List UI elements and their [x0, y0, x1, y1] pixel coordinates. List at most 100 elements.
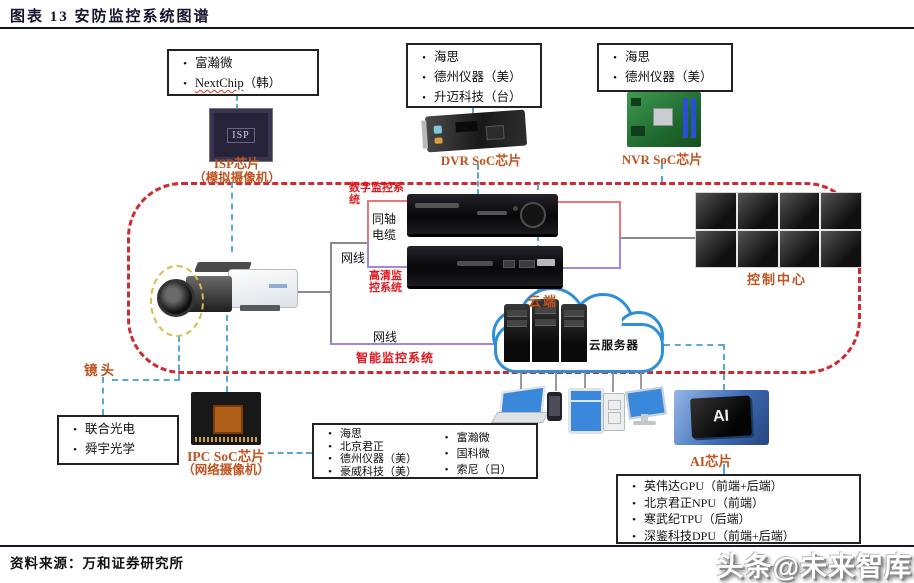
supplier-name: 北京君正: [340, 440, 384, 453]
supplier-name: 北京君正NPU（前端）: [644, 495, 765, 510]
supplier-row: •德州仪器（美）: [414, 68, 536, 88]
dvr-card-image: [421, 109, 528, 153]
connector-dash: [268, 452, 312, 454]
device-port: [503, 260, 515, 268]
bullet: •: [444, 464, 449, 476]
lens-supplier-box: •联合光电 •舜宇光学: [57, 415, 179, 465]
isp-chip-image: ISP: [210, 109, 272, 161]
hd-system-label: 高清监控系统: [369, 270, 402, 294]
control-center-wall: [695, 192, 862, 268]
monitor-screen: [821, 231, 861, 267]
phone-screen: [549, 396, 560, 416]
supplier-row: • 索尼（日）: [437, 462, 532, 478]
supplier-name: 寒武纪TPU（后端）: [644, 512, 751, 526]
connector-dash: [112, 379, 180, 381]
bullet: •: [183, 78, 187, 90]
supplier-name: 索尼（日）: [456, 464, 512, 476]
connector-dash: [236, 96, 238, 109]
monitor-screen: [821, 193, 861, 229]
monitor-screen: [737, 231, 778, 267]
supplier-name: 德州仪器（美）: [340, 453, 417, 465]
watermark: 头条@未来智库: [716, 552, 912, 582]
connector-dash: [477, 164, 479, 195]
supplier-name: 深鉴科技DPU（前端+后端）: [644, 528, 795, 543]
supplier-name: 国科微: [456, 448, 490, 460]
supplier-row: •德州仪器（美）: [605, 68, 727, 88]
trunk-line: [330, 242, 332, 344]
server-slot: [507, 310, 527, 317]
connector-dash: [102, 377, 104, 415]
bullet: •: [632, 530, 636, 543]
supplier-row: • 北京君正NPU（前端）: [624, 496, 855, 513]
ai-die-text: AI: [712, 407, 730, 426]
supplier-row: •富瀚微: [437, 430, 532, 446]
device-knob: [513, 206, 518, 211]
coax-cable-label: 同轴电缆: [372, 212, 397, 242]
nvr-board-image: [627, 92, 701, 147]
bullet: •: [422, 52, 426, 64]
camera-mount: [240, 305, 280, 311]
dvr-device: [407, 194, 558, 234]
net-cable-label-smart: 网线: [373, 330, 398, 344]
smart-system-label: 智能监控系统: [356, 351, 435, 365]
monitor-screen: [779, 193, 820, 229]
bullet: •: [328, 465, 332, 478]
net-cable-label-hd: 网线: [341, 251, 366, 265]
nvr-supplier-box: •海思 •德州仪器（美）: [597, 43, 733, 92]
coax-line-right: [557, 201, 621, 203]
device-port: [519, 260, 535, 268]
supplier-name: NextChip（韩）: [195, 74, 281, 93]
camera-body: [228, 269, 298, 308]
tower-icon: [603, 393, 625, 431]
device-text: [415, 203, 459, 208]
server-slot: [507, 320, 527, 327]
server-slot: [535, 307, 556, 314]
supplier-name: 德州仪器（美）: [625, 70, 713, 84]
ram-slot: [683, 98, 688, 138]
bullet: •: [183, 58, 187, 70]
supplier-row: •海思: [320, 428, 437, 441]
dvr-chip-label: DVR SoC芯片: [440, 153, 522, 168]
supplier-name-highlight: NextChip: [195, 76, 244, 90]
supplier-country: （韩）: [243, 76, 282, 90]
monitor-screen: [696, 231, 736, 267]
supplier-name: 舜宇光学: [85, 442, 136, 456]
supplier-name: 德州仪器（美）: [434, 70, 522, 84]
footer-rule: [0, 545, 914, 547]
device-badge: [537, 259, 555, 266]
bullet: •: [73, 424, 77, 436]
device-dpad: [520, 202, 546, 228]
ram-slot: [691, 98, 696, 138]
supplier-row: •海思: [605, 48, 727, 68]
source-note: 资料来源：万和证券研究所: [10, 556, 184, 571]
supplier-name: 豪威科技（美）: [340, 465, 417, 478]
server-slot: [564, 310, 584, 317]
connector-dash: [661, 163, 663, 182]
bullet: •: [632, 514, 636, 526]
client-link: [612, 362, 614, 392]
bullet: •: [632, 481, 636, 493]
supplier-name: 英伟达GPU（前端+后端）: [644, 479, 783, 493]
client-link: [520, 362, 522, 389]
control-center-line: [621, 237, 695, 239]
card-port: [433, 125, 443, 134]
card-chip: [455, 120, 478, 133]
supplier-row: •联合光电: [65, 420, 173, 440]
coax-line-right: [619, 201, 621, 238]
branch-line: [330, 242, 368, 244]
tower-slot: [608, 400, 621, 410]
device-text: [457, 261, 493, 266]
supplier-row: •舜宇光学: [65, 440, 173, 460]
supplier-row: • NextChip（韩）: [175, 74, 313, 94]
bullet: •: [444, 448, 449, 460]
device-buttons: [477, 211, 507, 215]
supplier-name: 富瀚微: [195, 56, 233, 70]
bullet: •: [613, 52, 617, 64]
bullet: •: [632, 497, 636, 510]
camera-line: [294, 291, 331, 293]
client-link: [640, 362, 642, 389]
net-line-hd: [367, 266, 408, 268]
control-center-label: 控制中心: [746, 272, 807, 287]
cloud-server-label: 云服务器: [589, 340, 639, 352]
